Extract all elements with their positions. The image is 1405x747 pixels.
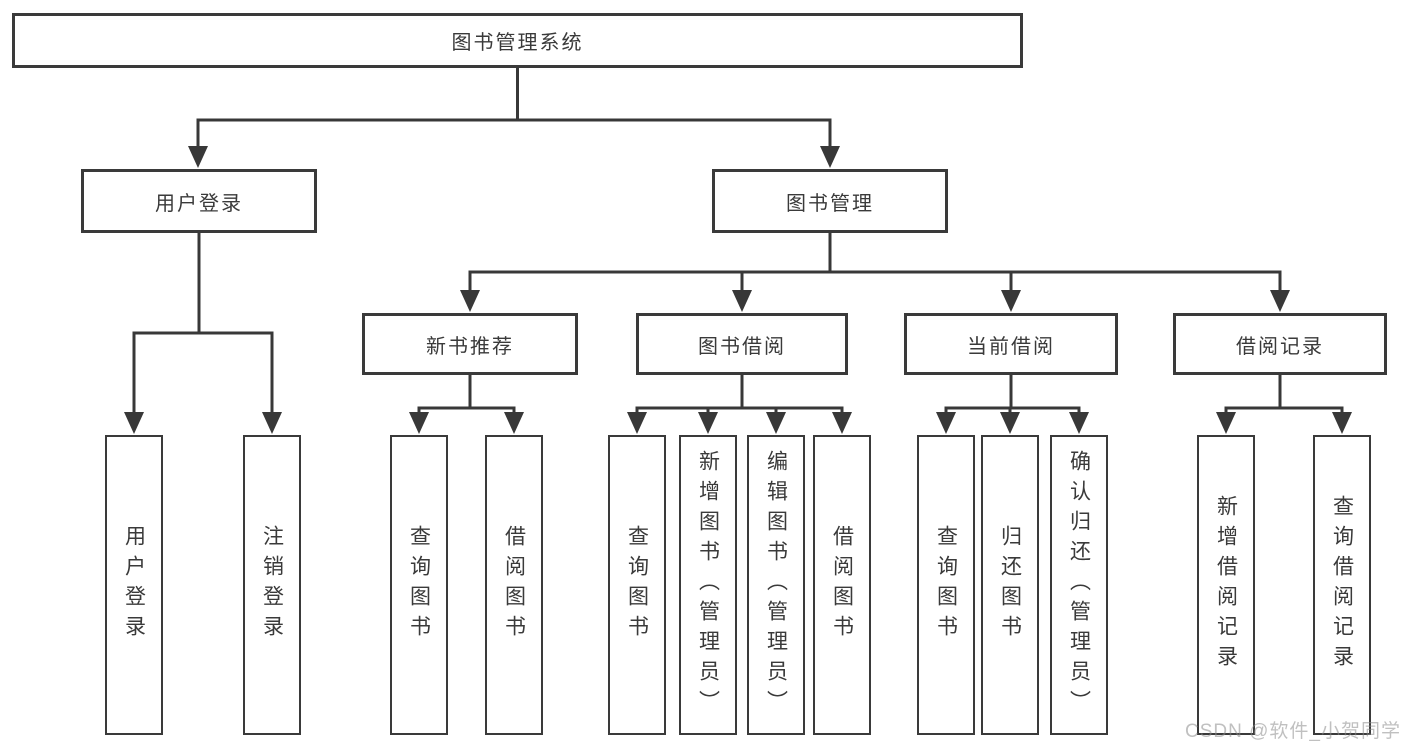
leaf-borrow-books-recommend: 借阅图书 <box>485 435 543 735</box>
node-label: 新书推荐 <box>426 335 514 358</box>
leaf-add-borrow-record: 新增借阅记录 <box>1197 435 1255 735</box>
node-label: 归还图书 <box>998 525 1022 645</box>
node-user-login-group: 用户登录 <box>81 169 317 233</box>
node-label: 注销登录 <box>260 525 284 645</box>
node-book-management: 图书管理 <box>712 169 948 233</box>
leaf-logout-login: 注销登录 <box>243 435 301 735</box>
node-label: 借阅图书 <box>502 525 526 645</box>
node-label: 查询图书 <box>625 525 649 645</box>
leaf-query-books-borrowing: 查询图书 <box>608 435 666 735</box>
node-label: 查询图书 <box>934 525 958 645</box>
leaf-borrow-books-borrowing: 借阅图书 <box>813 435 871 735</box>
leaf-edit-book-admin: 编辑图书（管理员） <box>747 435 805 735</box>
leaf-confirm-return-admin: 确认归还（管理员） <box>1050 435 1108 735</box>
node-label: 借阅图书 <box>830 525 854 645</box>
node-label: 用户登录 <box>155 192 243 215</box>
node-label: 新增借阅记录 <box>1214 495 1238 675</box>
csdn-watermark: CSDN @软件_小贺同学 <box>1185 721 1401 742</box>
node-label: 图书借阅 <box>698 335 786 358</box>
node-label: 新增图书（管理员） <box>696 450 720 720</box>
node-current-borrowing: 当前借阅 <box>904 313 1118 375</box>
node-label: 查询图书 <box>407 525 431 645</box>
node-new-book-recommendation: 新书推荐 <box>362 313 578 375</box>
leaf-query-books-current: 查询图书 <box>917 435 975 735</box>
node-library-management-system: 图书管理系统 <box>12 13 1023 68</box>
leaf-add-book-admin: 新增图书（管理员） <box>679 435 737 735</box>
node-label: 查询借阅记录 <box>1330 495 1354 675</box>
node-label: 确认归还（管理员） <box>1067 450 1091 720</box>
node-label: 图书管理系统 <box>451 32 584 54</box>
node-label: 借阅记录 <box>1236 335 1324 358</box>
node-label: 图书管理 <box>786 192 874 215</box>
leaf-user-login: 用户登录 <box>105 435 163 735</box>
node-borrowing-records: 借阅记录 <box>1173 313 1387 375</box>
node-label: 编辑图书（管理员） <box>764 450 788 720</box>
leaf-query-books-recommend: 查询图书 <box>390 435 448 735</box>
node-label: 用户登录 <box>122 525 146 645</box>
leaf-query-borrow-record: 查询借阅记录 <box>1313 435 1371 735</box>
node-label: 当前借阅 <box>967 335 1055 358</box>
node-book-borrowing: 图书借阅 <box>636 313 848 375</box>
leaf-return-book: 归还图书 <box>981 435 1039 735</box>
